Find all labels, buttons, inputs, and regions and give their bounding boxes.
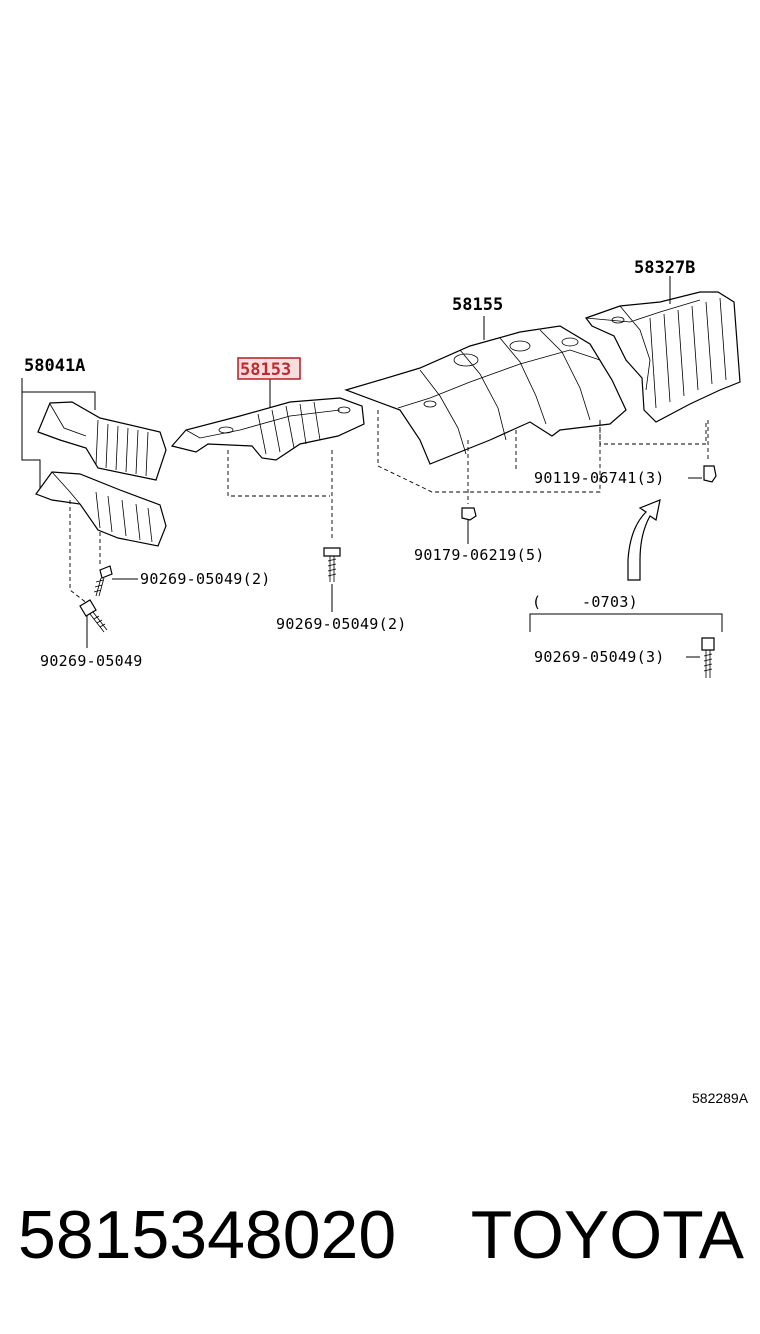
curved-arrow-icon xyxy=(627,499,661,581)
date-range-bracket xyxy=(529,613,723,632)
highlight-box-58153 xyxy=(237,357,301,380)
footer: 5815348020 TOYOTA xyxy=(0,1190,760,1280)
bolt-left-lower[interactable] xyxy=(79,599,108,648)
bolt-left-upper[interactable] xyxy=(93,565,138,597)
dash-58041a-lower xyxy=(69,500,89,605)
label-58327b[interactable]: 58327B xyxy=(634,258,695,278)
heat-insulator-58155[interactable] xyxy=(344,316,627,504)
insulator-lower-piece xyxy=(35,471,167,547)
label-bolt-right-lower[interactable]: 90269-05049(3) xyxy=(534,648,665,666)
bolt-right-lower[interactable] xyxy=(686,637,715,678)
dash-58153-bottom xyxy=(227,450,330,497)
bolt-right-upper[interactable] xyxy=(688,465,717,483)
part-number: 5815348020 xyxy=(18,1197,397,1273)
label-bolt-center[interactable]: 90269-05049(2) xyxy=(276,615,407,633)
leader-58041a-lower xyxy=(21,392,41,488)
dash-58155-outline xyxy=(377,410,601,493)
heat-insulator-58041a-group[interactable] xyxy=(21,378,167,605)
label-date-range-close: -0703) xyxy=(582,593,638,611)
nut-center[interactable] xyxy=(461,507,477,544)
label-bolt-left-lower[interactable]: 90269-05049 xyxy=(40,652,143,670)
label-bolt-right-upper[interactable]: 90119-06741(3) xyxy=(534,469,665,487)
label-58155[interactable]: 58155 xyxy=(452,295,503,315)
leader-58041a-upper xyxy=(21,378,96,410)
label-bolt-left-upper[interactable]: 90269-05049(2) xyxy=(140,570,271,588)
dash-58327b-outline xyxy=(599,420,707,445)
brand-name: TOYOTA xyxy=(470,1197,744,1273)
bolt-center[interactable] xyxy=(323,547,341,612)
label-58041a[interactable]: 58041A xyxy=(24,356,85,376)
label-nut-center[interactable]: 90179-06219(5) xyxy=(414,546,545,564)
heat-insulator-58327b[interactable] xyxy=(585,276,741,462)
label-date-range-open: ( xyxy=(532,593,541,611)
insulator-upper-piece xyxy=(37,401,167,481)
figure-code: 582289A xyxy=(692,1090,749,1106)
heat-insulator-58153[interactable] xyxy=(170,378,365,540)
label-58153[interactable]: 58153 xyxy=(240,360,291,380)
